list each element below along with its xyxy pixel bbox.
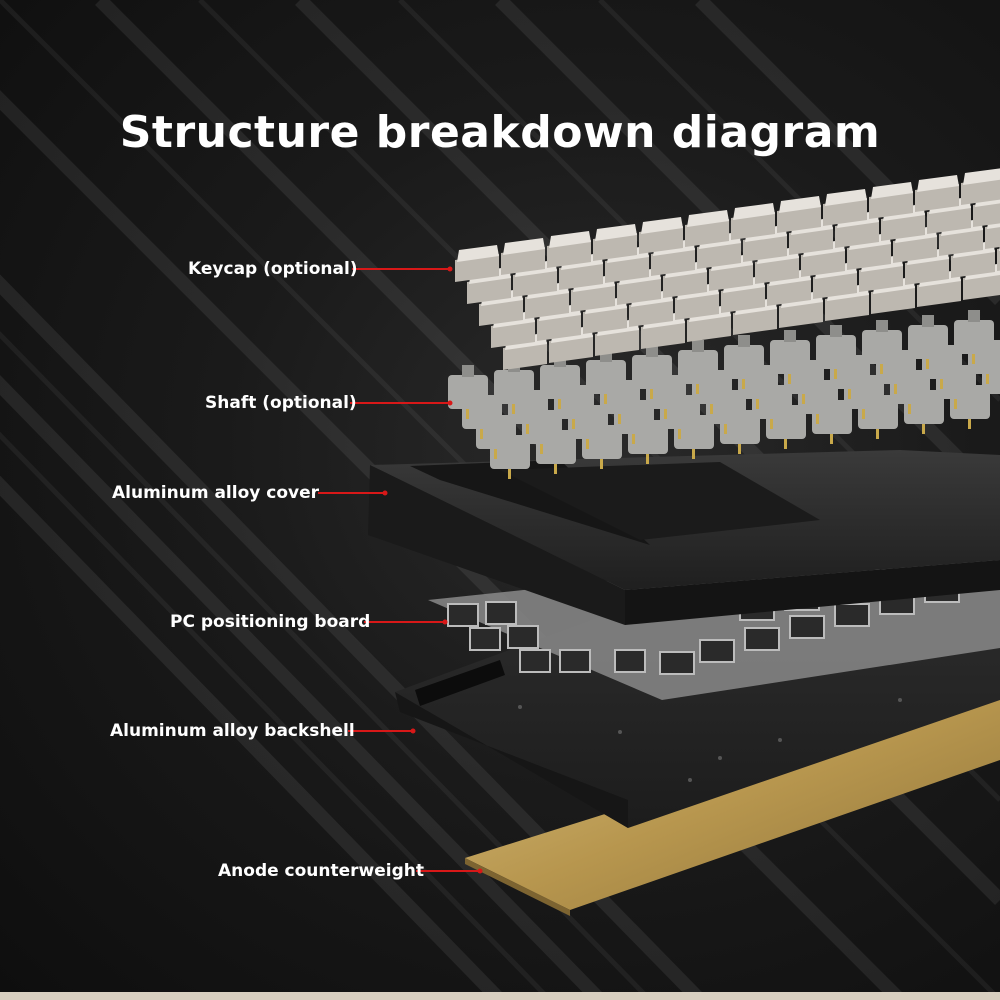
counterweight-label: Anode counterweight [218, 861, 425, 881]
switch [770, 330, 810, 384]
switch [448, 365, 488, 419]
keycap [685, 210, 729, 247]
leader-lines [318, 266, 483, 874]
switch [724, 335, 764, 389]
keycap [869, 182, 913, 219]
switch-layer [448, 310, 1000, 479]
switch [632, 345, 672, 399]
cover-label: Aluminum alloy cover [112, 483, 320, 503]
switch [678, 340, 718, 394]
positioning-board-label: PC positioning board [170, 612, 371, 632]
keycap [639, 217, 683, 254]
keycap-leader-dot [447, 266, 453, 272]
keycap [731, 203, 775, 240]
shaft-label: Shaft (optional) [205, 393, 357, 413]
backshell-leader-dot [410, 728, 416, 734]
keycap [593, 224, 637, 261]
keycap [915, 175, 959, 212]
keycap [455, 245, 499, 282]
switch [816, 325, 856, 379]
switch [954, 310, 994, 364]
counterweight-leader-dot [477, 868, 483, 874]
keycap [823, 189, 867, 226]
switch [908, 315, 948, 369]
positioning-board-leader-dot [442, 619, 448, 625]
page-title: Structure breakdown diagram [119, 107, 881, 159]
switch [586, 350, 626, 404]
keycap [961, 168, 1000, 205]
shaft-leader-dot [447, 400, 453, 406]
bottom-edge [0, 992, 1000, 1000]
keycap-label: Keycap (optional) [188, 259, 358, 279]
cover-leader-dot [382, 490, 388, 496]
keycap [501, 238, 545, 275]
keycap-layer [455, 168, 1000, 370]
backshell-label: Aluminum alloy backshell [110, 721, 355, 741]
keycap [547, 231, 591, 268]
switch [862, 320, 902, 374]
cover-layer [368, 450, 1000, 625]
keycap [777, 196, 821, 233]
